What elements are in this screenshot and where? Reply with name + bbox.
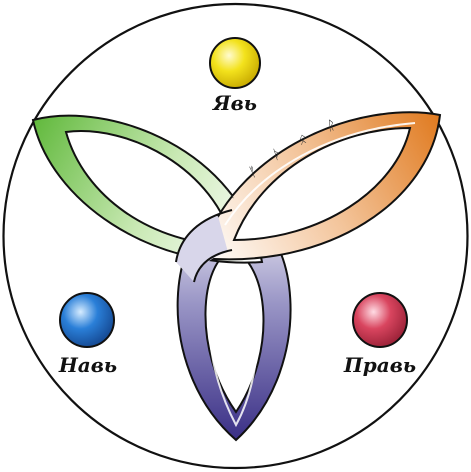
- orange-leaf: [198, 111, 442, 261]
- blue-sphere-icon: [59, 292, 115, 348]
- red-sphere-icon: [352, 292, 408, 348]
- label-prav: Правь: [343, 353, 416, 377]
- yellow-sphere-icon: [209, 37, 261, 89]
- label-yav: Явь: [212, 91, 257, 115]
- label-nav: Навь: [58, 353, 117, 377]
- purple-over-green: [176, 216, 228, 282]
